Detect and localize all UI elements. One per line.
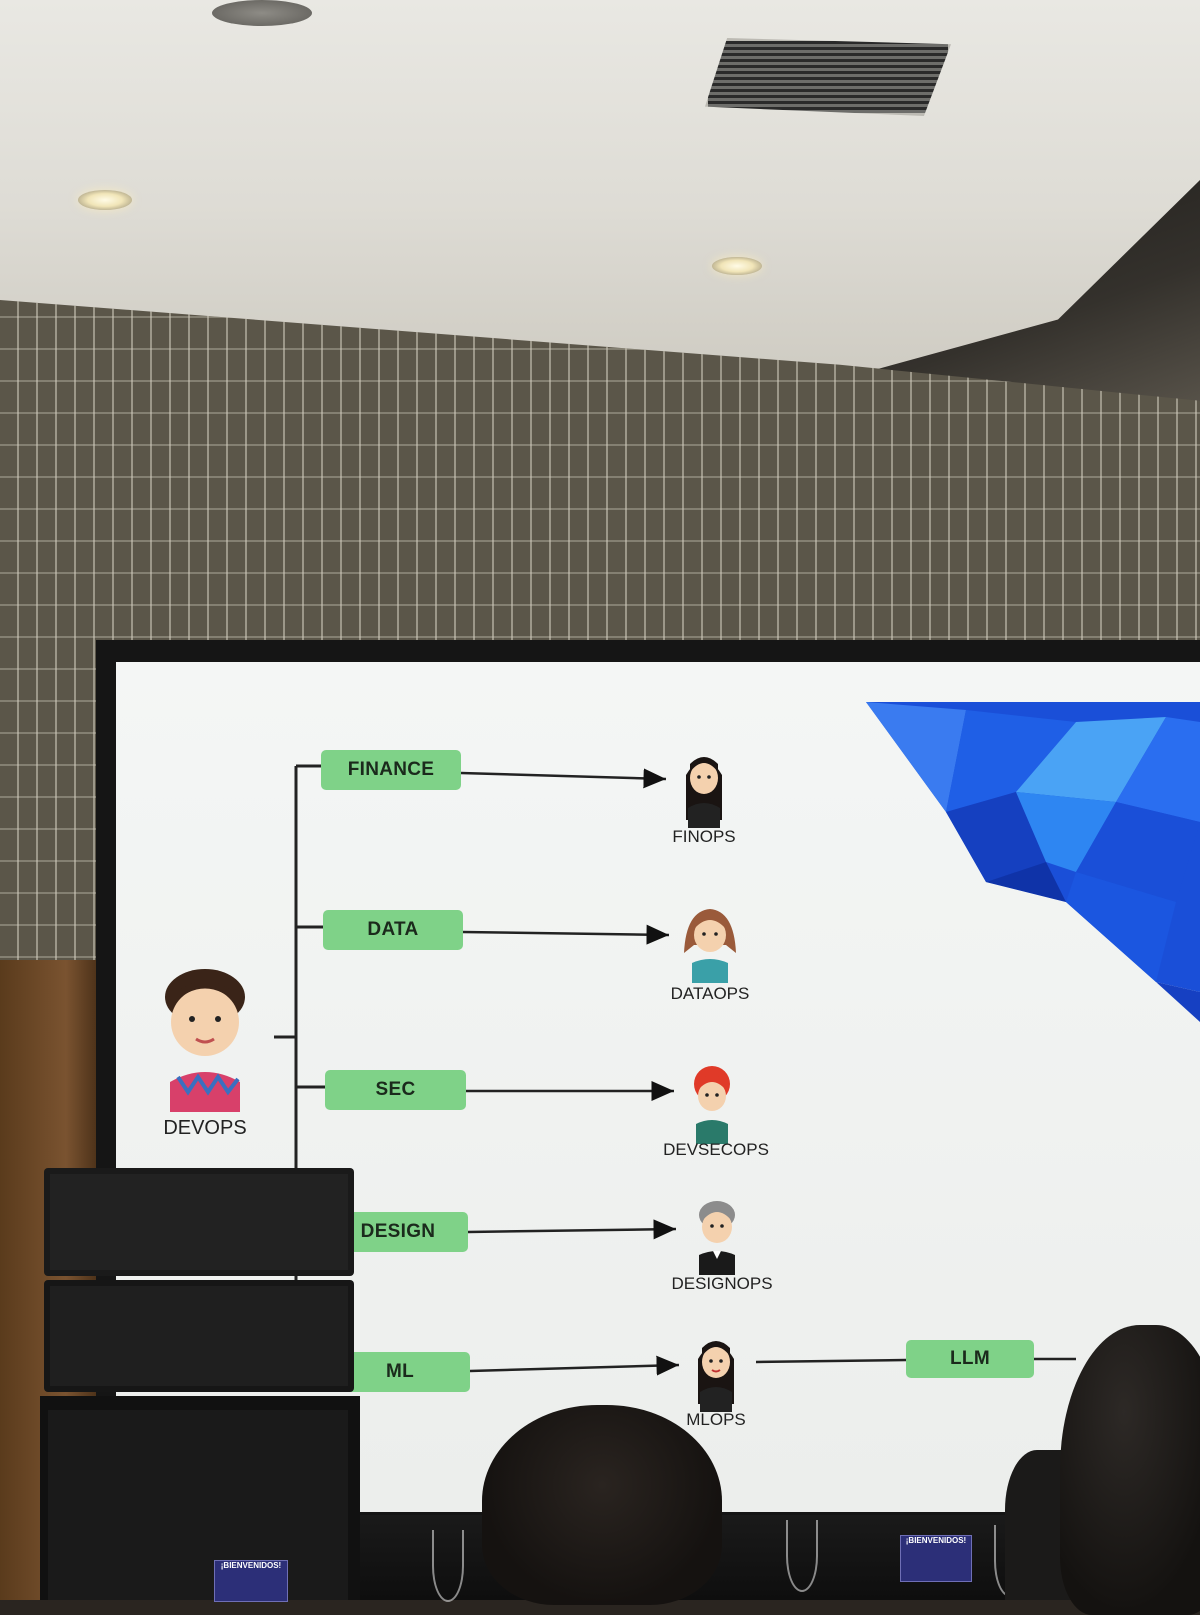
ceiling — [0, 0, 1200, 372]
ceiling-speaker — [212, 0, 312, 26]
wine-glass — [432, 1530, 464, 1602]
avatar-devops-icon — [165, 969, 245, 1112]
role-finops-label: FINOPS — [672, 827, 736, 846]
role-devsecops-label: DEVSECOPS — [663, 1140, 769, 1159]
audience-head — [482, 1405, 722, 1605]
speaker-stack — [40, 1168, 360, 1600]
welcome-sign: ¡BIENVENIDOS! — [214, 1560, 288, 1602]
role-devops-label: DEVOPS — [163, 1117, 247, 1139]
ceiling-light — [712, 257, 762, 275]
audience-head — [1060, 1325, 1200, 1615]
avatar-dataops-icon — [684, 909, 736, 983]
avatar-finops-icon — [686, 757, 722, 828]
wine-glass — [786, 1520, 818, 1592]
polygon-art — [866, 702, 1200, 1022]
avatar-designops-icon — [699, 1201, 735, 1275]
role-dataops-label: DATAOPS — [670, 984, 750, 1003]
box-sec: SEC — [325, 1070, 466, 1110]
role-mlops-label: MLOPS — [686, 1410, 746, 1429]
box-llm: LLM — [906, 1340, 1034, 1378]
avatar-mlops-icon — [698, 1341, 734, 1412]
role-designops-label: DESIGNOPS — [671, 1274, 773, 1293]
ceiling-vent — [705, 38, 951, 116]
box-finance: FINANCE — [321, 750, 461, 790]
welcome-sign: ¡BIENVENIDOS! — [900, 1535, 972, 1582]
avatar-devsecops-icon — [694, 1066, 730, 1144]
connector-lines — [274, 764, 1076, 1376]
box-data: DATA — [323, 910, 463, 950]
ceiling-light — [78, 190, 132, 210]
